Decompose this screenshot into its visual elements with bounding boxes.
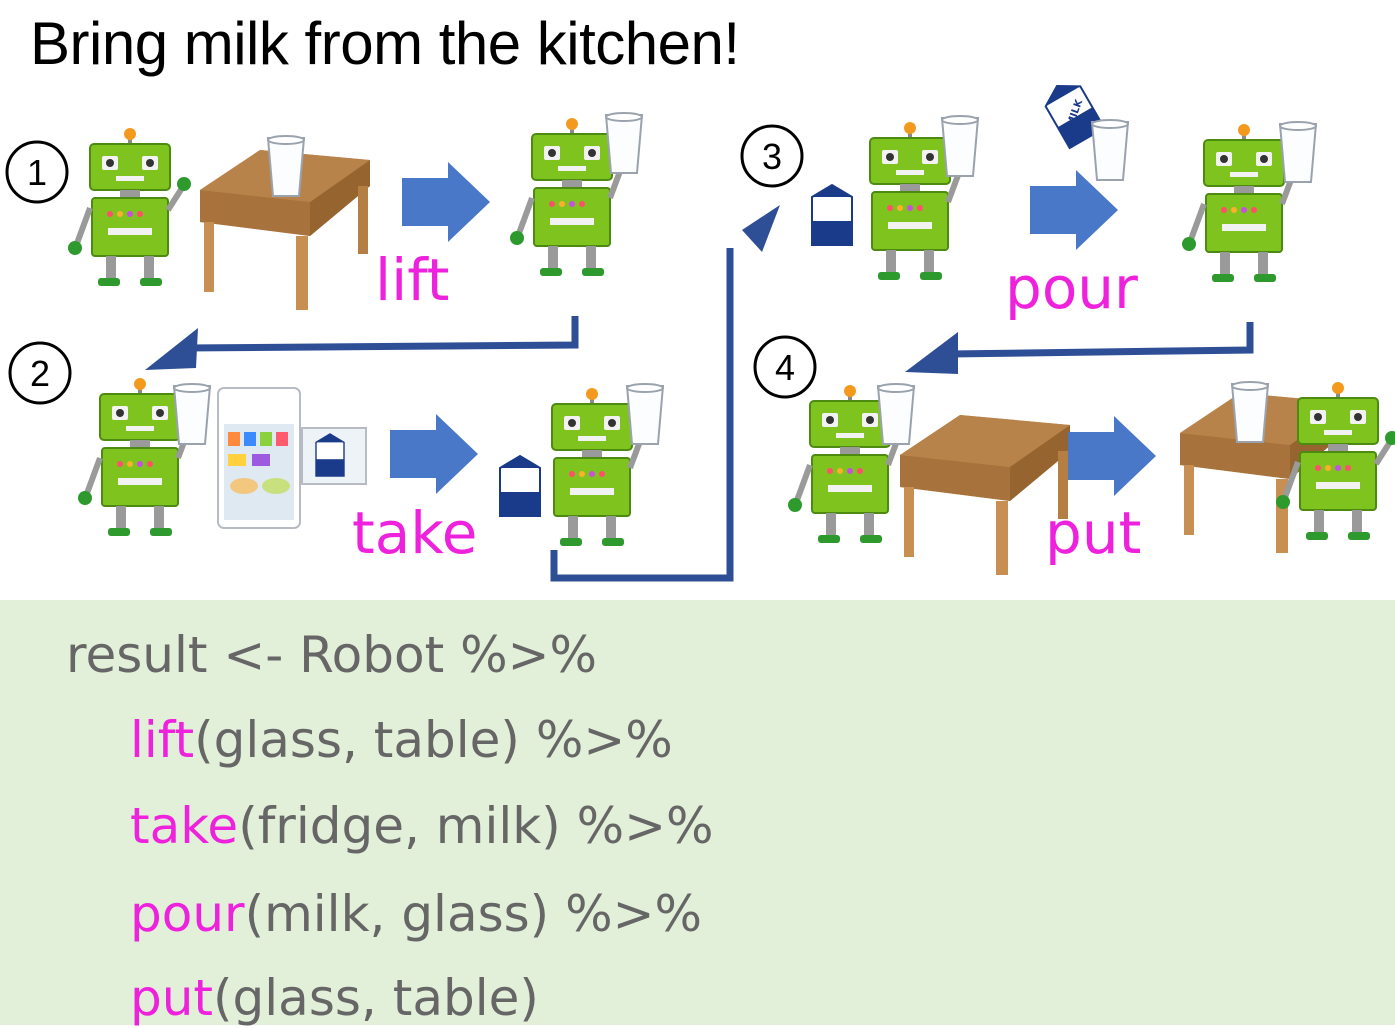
milk-carton-step2 xyxy=(499,455,541,517)
code-line-3: take(fridge, milk) %>% xyxy=(130,796,714,856)
glass-on-table-step4 xyxy=(1231,381,1269,443)
step-3-marker xyxy=(740,124,804,188)
code-fn-put: put xyxy=(130,969,214,1027)
title: Bring milk from the kitchen! xyxy=(30,10,740,77)
glass-held-step4 xyxy=(877,383,915,445)
action-lift-label: lift xyxy=(375,246,449,314)
robot-workflow-diagram: 1 lift 2 MILK xyxy=(5,75,1395,582)
connector-2-to-3-head xyxy=(742,205,780,252)
step-1-number: 1 xyxy=(27,152,47,193)
connector-2-to-3 xyxy=(550,248,734,582)
carton-label-step3: MILK xyxy=(817,221,848,234)
step-3-group: 3 MILK MILK pour xyxy=(740,75,1317,322)
code-line-2: lift(glass, table) %>% xyxy=(130,710,673,770)
glass-held-step2-start xyxy=(173,383,211,445)
flow-arrow-step3 xyxy=(1030,170,1118,250)
action-pour-label: pour xyxy=(1005,254,1138,322)
flow-arrow-step4 xyxy=(1068,416,1156,496)
glass-being-filled xyxy=(1091,119,1129,181)
fridge-carton-label: MILK xyxy=(320,460,340,468)
code-args-lift: (glass, table) %>% xyxy=(194,711,673,769)
code-args-take: (fridge, milk) %>% xyxy=(238,797,714,855)
code-fn-pour: pour xyxy=(130,885,245,943)
code-line-4: pour(milk, glass) %>% xyxy=(130,884,702,944)
code-fn-take: take xyxy=(130,797,239,855)
code-args-pour: (milk, glass) %>% xyxy=(244,885,702,943)
flow-arrow-step2 xyxy=(390,414,478,494)
step-4-group: 4 put xyxy=(753,335,1395,575)
glass-held-step1 xyxy=(605,112,643,174)
code-fn-lift: lift xyxy=(130,711,195,769)
glass-held-step3-start xyxy=(941,115,979,177)
code-line-5: put(glass, table) xyxy=(130,968,539,1028)
connector-3-to-4 xyxy=(949,322,1254,358)
step-4-marker xyxy=(753,335,817,399)
flow-arrow-step1 xyxy=(402,162,490,242)
action-take-label: take xyxy=(352,499,478,567)
connector-1-to-2 xyxy=(184,316,579,352)
connector-1-to-2-head xyxy=(145,328,198,370)
code-args-put: (glass, table) xyxy=(213,969,539,1027)
step-1-group: 1 lift xyxy=(5,112,643,314)
step-4-number: 4 xyxy=(775,347,795,388)
connector-3-to-4-head xyxy=(905,332,958,374)
step-2-number: 2 xyxy=(30,353,50,394)
step-2-group: 2 MILK take MILK xyxy=(8,341,664,567)
fridge: MILK xyxy=(217,387,367,529)
milk-carton-step3 xyxy=(811,184,853,246)
robot-step1-start xyxy=(68,126,191,288)
code-line-1: result <- Robot %>% xyxy=(66,626,598,684)
carton-label-step2: MILK xyxy=(505,492,536,505)
code-panel: result <- Robot %>% lift(glass, table) %… xyxy=(0,600,1395,1028)
action-put-label: put xyxy=(1045,499,1141,567)
glass-held-step2-end xyxy=(626,383,664,445)
step-2-marker xyxy=(8,341,72,405)
step-3-number: 3 xyxy=(762,136,782,177)
glass-on-table-step1 xyxy=(267,135,305,197)
glass-held-step3-end xyxy=(1279,121,1317,183)
step-1-marker xyxy=(5,140,69,204)
